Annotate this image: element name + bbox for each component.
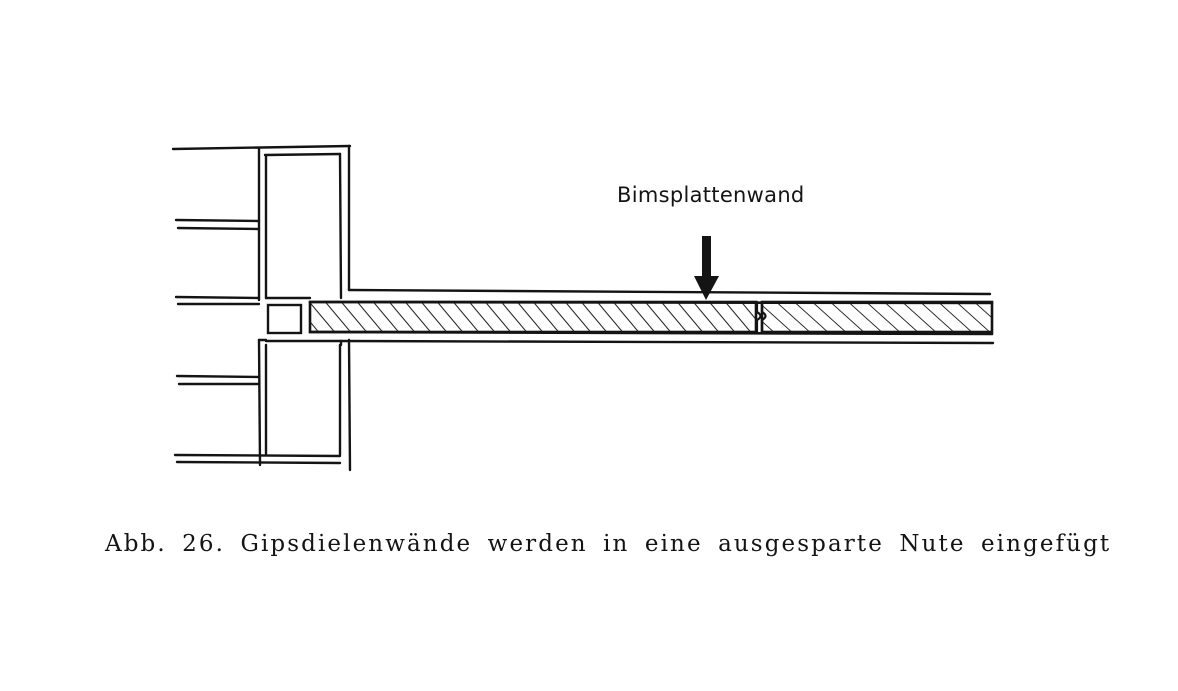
arrow-shaft <box>702 236 711 280</box>
figure-caption: Abb. 26. Gipsdielenwände werden in eine … <box>105 531 1112 557</box>
bed-joint <box>175 374 261 379</box>
tongue-joint <box>760 300 767 334</box>
bed-joint <box>173 453 342 458</box>
vertical-joint <box>338 152 343 300</box>
slab-top-edge <box>308 300 994 305</box>
vertical-joint <box>257 338 262 467</box>
small-brick <box>266 303 303 335</box>
slab-bottom-edge <box>308 330 994 336</box>
bed-joint <box>174 218 261 223</box>
arrow-head <box>694 276 719 300</box>
pumice-slab-wall <box>308 288 995 347</box>
slab-left <box>308 300 758 334</box>
bed-joint <box>175 460 342 465</box>
plaster-line-bottom <box>339 339 995 345</box>
plaster-line-top <box>347 288 992 296</box>
bed-joint <box>174 295 261 300</box>
wall-top-edge-inner <box>263 152 342 157</box>
slab-right <box>760 300 994 334</box>
down-arrow-icon <box>694 236 719 300</box>
masonry-wall <box>171 144 352 472</box>
wall-label: Bimsplattenwand <box>617 183 805 207</box>
bed-joint <box>176 226 261 231</box>
tongue-joint <box>755 300 762 334</box>
wall-top-edge <box>171 144 352 151</box>
vertical-joint <box>347 338 352 472</box>
